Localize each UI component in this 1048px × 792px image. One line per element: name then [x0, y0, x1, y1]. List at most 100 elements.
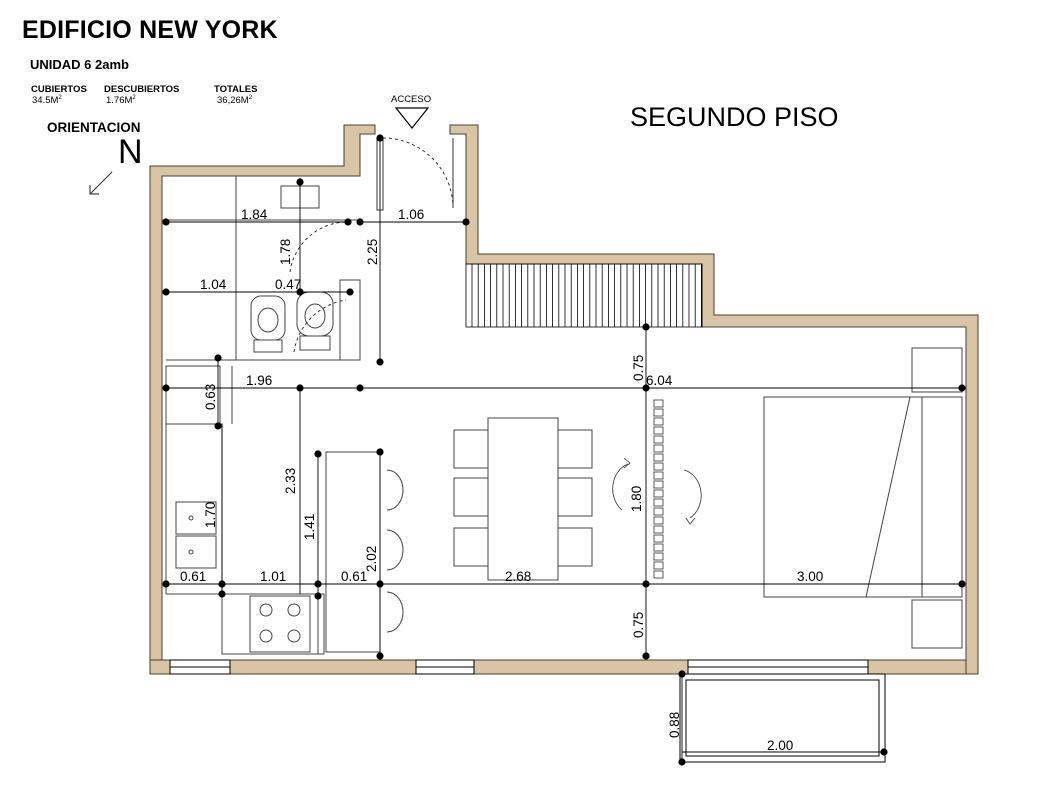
dimension-dot — [376, 358, 384, 366]
dimension-dot — [162, 580, 170, 588]
dimension-dot — [296, 384, 304, 392]
dimension-dot — [218, 580, 226, 588]
dim-1-01: 1.01 — [260, 569, 286, 584]
area-covered: CUBIERTOS 34.5M2 — [31, 84, 87, 106]
dimension-dot — [344, 218, 352, 226]
dim-0-75a: 0.75 — [631, 355, 646, 381]
sink-icon — [175, 501, 217, 535]
dimension-dot — [376, 652, 384, 660]
dimension-dot — [958, 580, 966, 588]
dimension-dot — [678, 758, 686, 766]
area-covered-label: CUBIERTOS — [31, 84, 87, 95]
area-total-value: 36,26M2 — [217, 95, 253, 107]
fold-panel — [653, 435, 664, 444]
dimension-dot — [642, 323, 650, 331]
fold-panel — [653, 399, 664, 408]
dim-6-04: 6.04 — [646, 373, 673, 388]
building-title: EDIFICIO NEW YORK — [22, 16, 278, 44]
dim-0-61b: 0.61 — [341, 569, 367, 584]
fold-panel — [653, 516, 664, 525]
dimension-dot — [314, 450, 322, 458]
dimension-dot — [376, 448, 384, 456]
fold-panel — [653, 453, 664, 462]
dimension-dot — [642, 384, 650, 392]
fold-panel — [653, 498, 664, 507]
fold-panel — [653, 462, 664, 471]
doors — [289, 137, 454, 353]
dimension-dot — [218, 590, 226, 598]
dimension-dot — [642, 580, 650, 588]
kitchen — [175, 469, 404, 655]
dimension-dot — [462, 218, 470, 226]
dimension-dot — [346, 288, 354, 296]
nightstand-bottom — [911, 599, 963, 649]
dim-0-63: 0.63 — [203, 384, 218, 410]
fold-panel — [653, 570, 664, 579]
dim-1-78: 1.78 — [278, 239, 293, 265]
dimension-dot — [214, 422, 222, 430]
fold-panel — [653, 534, 664, 543]
dimension-dot — [642, 652, 650, 660]
dimension-dot — [314, 592, 322, 600]
fold-panel — [653, 408, 664, 417]
fold-panel — [653, 489, 664, 498]
fold-panel — [653, 561, 664, 570]
dimension-dot — [162, 288, 170, 296]
dimension-dot — [356, 218, 364, 226]
area-covered-value: 34.5M2 — [32, 95, 62, 107]
dimension-dot — [214, 354, 222, 362]
dimension-dot — [162, 218, 170, 226]
balcony — [679, 673, 886, 763]
dim-2-25: 2.25 — [365, 239, 380, 265]
north-letter: N — [118, 133, 143, 171]
fold-panel — [653, 426, 664, 435]
orientation-label: ORIENTACION — [47, 120, 141, 135]
dim-3-00: 3.00 — [797, 569, 823, 584]
dimension-dot — [162, 384, 170, 392]
dimension-dot — [958, 384, 966, 392]
dim-0-47: 0.47 — [275, 277, 301, 292]
access-label: ACCESO — [391, 94, 432, 105]
dimension-dot — [376, 134, 384, 142]
area-total: TOTALES 36,26M2 — [214, 84, 257, 106]
dimension-dot — [314, 580, 322, 588]
dimension-dot — [376, 580, 384, 588]
nightstand-top — [911, 347, 963, 393]
stove-icon — [249, 595, 311, 653]
unit-label: UNIDAD 6 2amb — [30, 57, 129, 72]
dim-0-88: 0.88 — [667, 712, 682, 738]
fold-panel — [653, 552, 664, 561]
dim-2-00: 2.00 — [767, 738, 793, 753]
dim-2-33: 2.33 — [283, 468, 298, 494]
dim-1-06: 1.06 — [398, 207, 424, 222]
staircase — [465, 263, 703, 328]
fold-panel — [653, 525, 664, 534]
area-uncovered-value: 1.76M2 — [106, 95, 136, 107]
dining-set — [453, 417, 593, 581]
dimension-dot — [678, 670, 686, 678]
fold-panel — [653, 417, 664, 426]
dim-1-84: 1.84 — [241, 207, 268, 222]
fold-panel — [653, 444, 664, 453]
dimension-labels: 1.84 1.06 1.04 0.47 1.96 6.04 0.61 1.01 … — [180, 207, 823, 753]
floor-label: SEGUNDO PISO — [630, 102, 839, 132]
dim-1-70: 1.70 — [203, 502, 218, 528]
dimension-dot — [880, 748, 888, 756]
dimension-dot — [356, 384, 364, 392]
dim-0-75b: 0.75 — [631, 612, 646, 638]
dim-2-02: 2.02 — [364, 546, 379, 572]
stool-1-icon — [386, 469, 404, 511]
dim-0-61a: 0.61 — [180, 569, 206, 584]
fold-panel — [653, 543, 664, 552]
bed — [763, 347, 963, 649]
folding-partition — [612, 399, 702, 579]
walls — [149, 124, 979, 675]
area-total-label: TOTALES — [214, 84, 258, 95]
stool-3-icon — [386, 591, 404, 633]
north-arrow-icon — [89, 171, 113, 195]
fold-panel — [653, 471, 664, 480]
dim-1-41: 1.41 — [302, 514, 317, 540]
dining-table — [487, 417, 559, 581]
fold-panel — [653, 480, 664, 489]
